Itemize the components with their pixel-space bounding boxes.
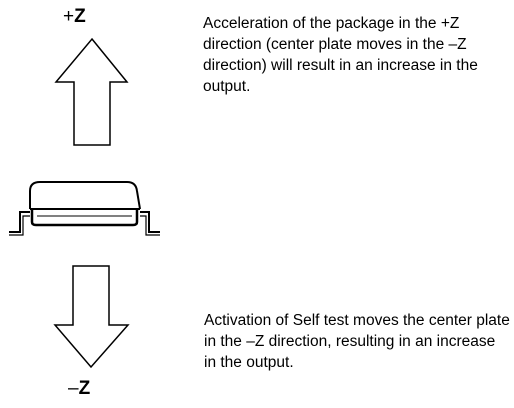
down-arrow-icon — [53, 265, 130, 369]
acceleration-description: Acceleration of the package in the +Z di… — [203, 15, 478, 95]
z-axis-letter: Z — [78, 378, 91, 399]
plus-z-label: +Z — [63, 5, 123, 29]
minus-z-label: –Z — [68, 377, 128, 401]
plus-sign: + — [63, 6, 75, 27]
self-test-description: Activation of Self test moves the center… — [204, 312, 510, 371]
minus-sign: – — [68, 378, 79, 399]
ic-package-icon — [9, 181, 160, 236]
z-axis-letter: Z — [74, 6, 86, 27]
up-arrow-icon — [54, 37, 129, 146]
